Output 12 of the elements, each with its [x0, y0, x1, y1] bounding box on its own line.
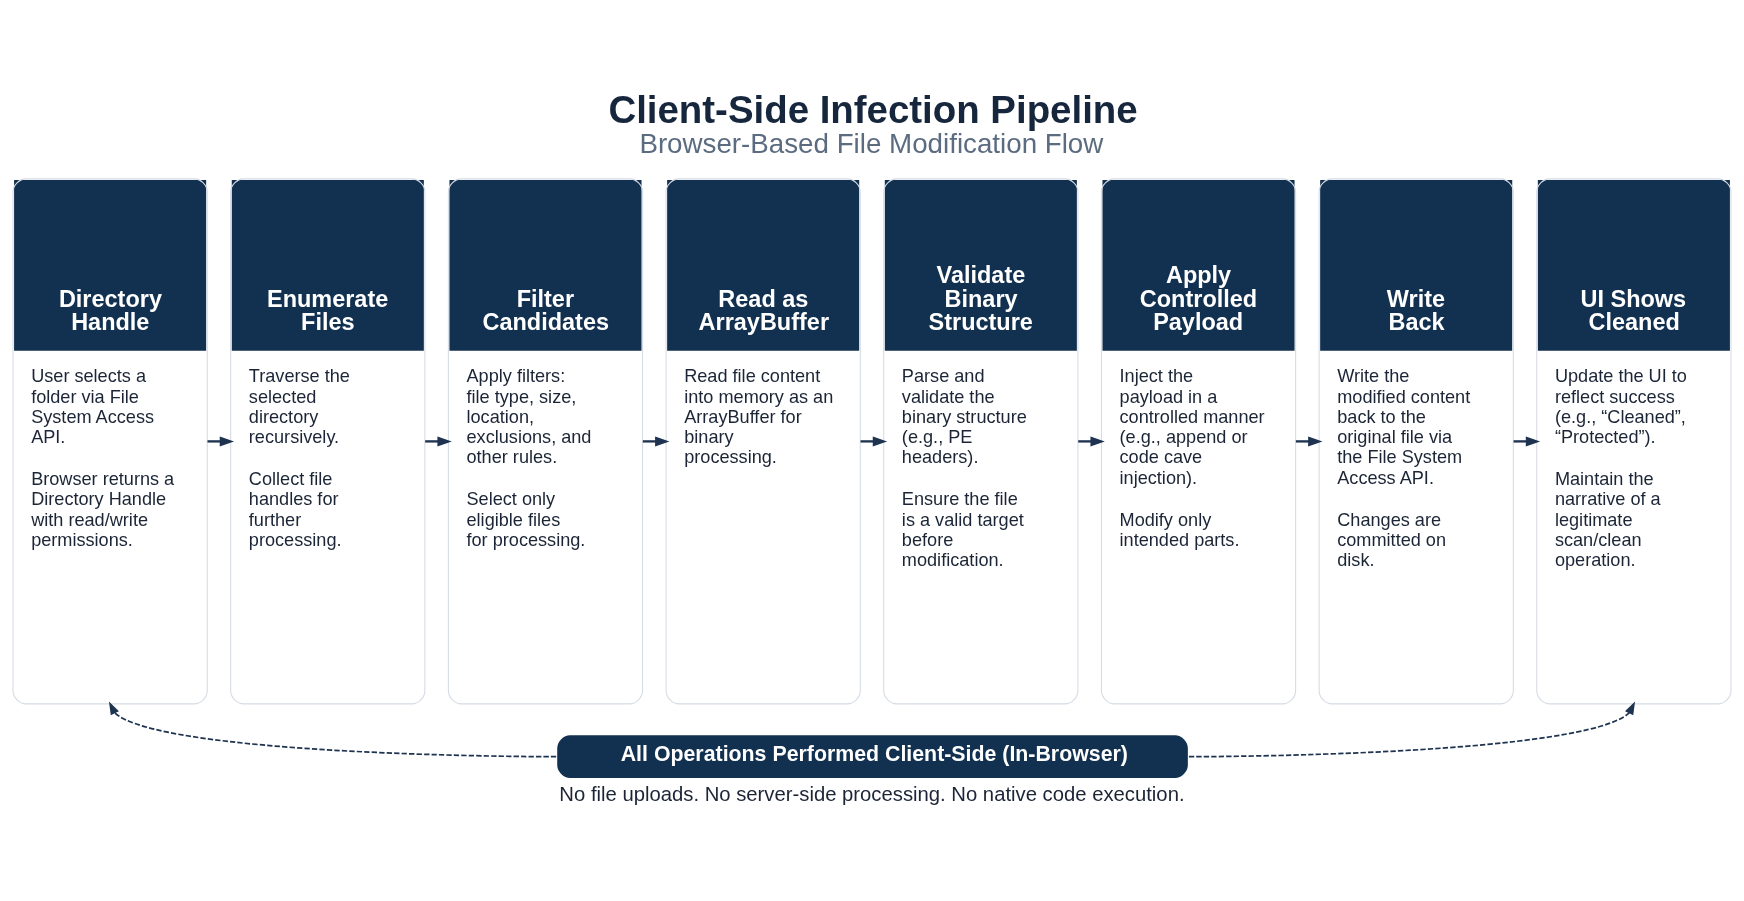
- arrow: [860, 435, 888, 446]
- arrow: [425, 435, 452, 446]
- arrow: [1188, 701, 1636, 758]
- node-box: All Operations Performed Client-Side (In-Browser): [557, 734, 1188, 778]
- arrow: [108, 701, 557, 758]
- node-label: No file uploads. No server-side processing. No native code execution.: [559, 782, 1185, 805]
- arrow: [642, 435, 670, 446]
- arrow: [1078, 435, 1105, 446]
- diagram-title: Client-Side Infection Pipeline: [608, 87, 1138, 131]
- arrow: [1513, 435, 1541, 446]
- arrow: [1295, 435, 1323, 446]
- arrow: [207, 435, 235, 446]
